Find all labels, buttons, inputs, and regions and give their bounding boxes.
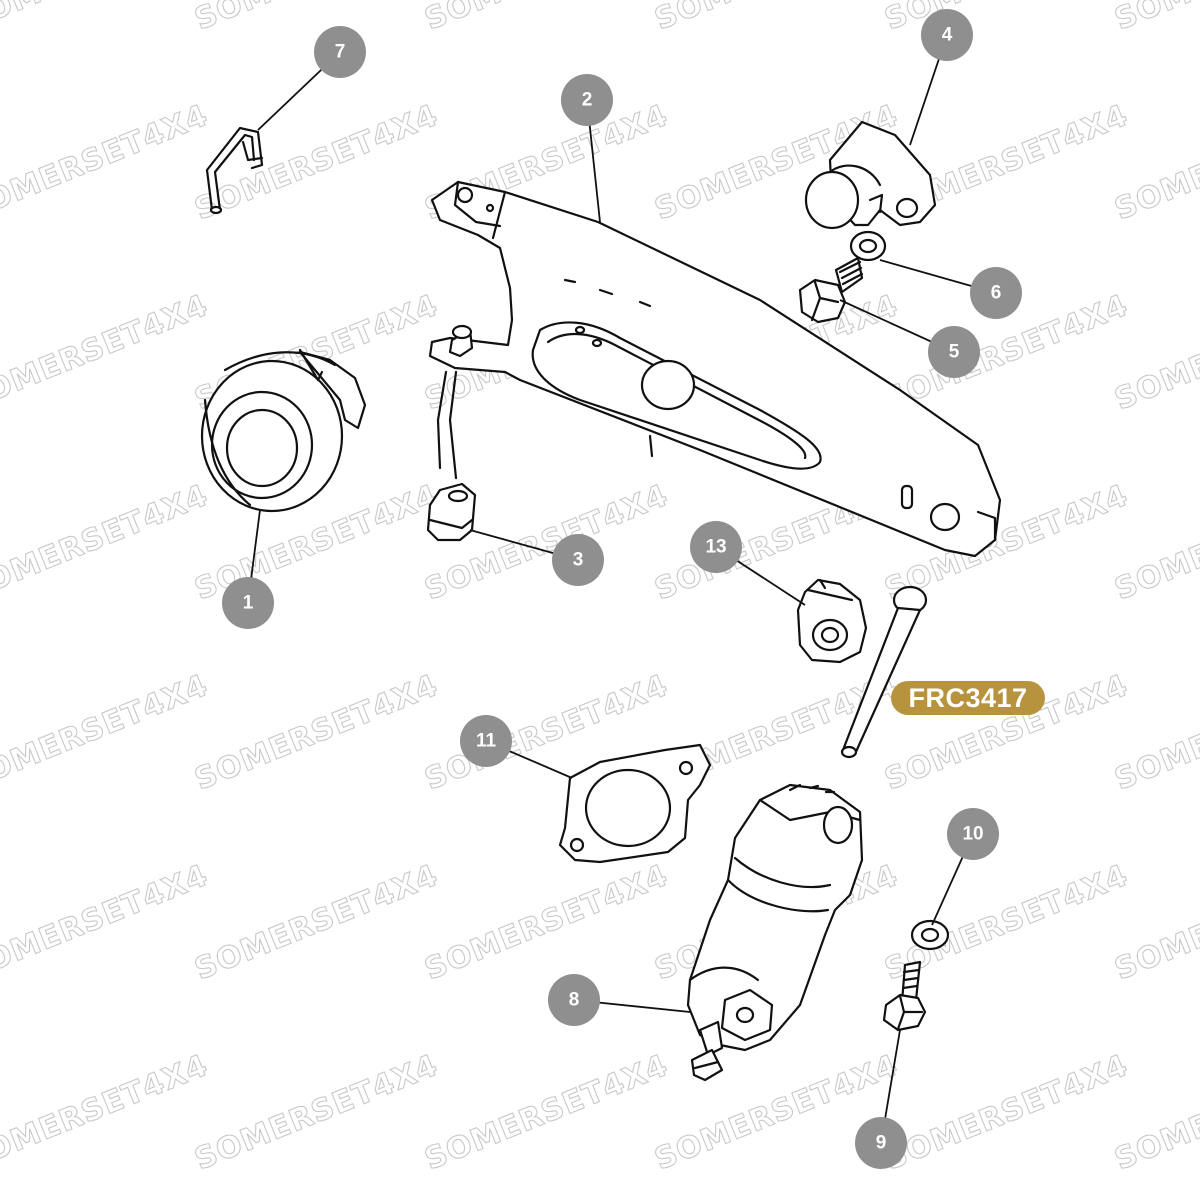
callout-label: 3 bbox=[573, 550, 584, 571]
callout-label: 10 bbox=[962, 824, 983, 845]
part-number-label: FRC3417 bbox=[908, 683, 1027, 713]
callout-badge bbox=[855, 1117, 907, 1169]
callout-badge bbox=[561, 74, 613, 126]
part-13-mounting-plate bbox=[796, 578, 868, 664]
callout-5[interactable]: 5 bbox=[928, 326, 980, 378]
callout-10[interactable]: 10 bbox=[947, 808, 999, 860]
watermark-text: SOMERSET4X4 bbox=[0, 0, 213, 37]
watermark-text: SOMERSET4X4 bbox=[0, 478, 213, 607]
callout-badge bbox=[947, 808, 999, 860]
watermark-text: SOMERSET4X4 bbox=[190, 0, 443, 37]
callout-badge bbox=[552, 534, 604, 586]
callout-2[interactable]: 2 bbox=[561, 74, 613, 126]
part-10-nut bbox=[910, 919, 950, 951]
part-3-pivot-pad bbox=[426, 324, 477, 542]
watermark-text: SOMERSET4X4 bbox=[190, 1048, 443, 1177]
callout-label: 8 bbox=[569, 990, 580, 1011]
part-number-link[interactable]: FRC3417 bbox=[891, 681, 1045, 715]
callout-label: 11 bbox=[476, 731, 497, 752]
callout-9[interactable]: 9 bbox=[855, 1117, 907, 1169]
callout-8[interactable]: 8 bbox=[548, 974, 600, 1026]
part-push-rod bbox=[840, 585, 928, 759]
callout-13[interactable]: 13 bbox=[690, 521, 742, 573]
callout-4[interactable]: 4 bbox=[921, 9, 973, 61]
part-1-release-bearing bbox=[200, 348, 367, 513]
watermark-text: SOMERSET4X4 bbox=[0, 668, 213, 797]
callout-badge bbox=[314, 26, 366, 78]
watermark-text: SOMERSET4X4 bbox=[650, 0, 903, 37]
watermark-text: SOMERSET4X4 bbox=[420, 858, 673, 987]
part-5-bolt bbox=[798, 256, 864, 324]
watermark-text: SOMERSET4X4 bbox=[0, 1048, 213, 1177]
callout-7[interactable]: 7 bbox=[314, 26, 366, 78]
part-8-slave-cylinder bbox=[686, 783, 864, 1082]
part-11-gasket bbox=[558, 743, 712, 864]
watermark-text: SOMERSET4X4 bbox=[190, 98, 443, 227]
watermark-text: SOMERSET4X4 bbox=[1110, 0, 1200, 37]
callout-3[interactable]: 3 bbox=[552, 534, 604, 586]
part-number-pill bbox=[891, 681, 1045, 715]
callout-badge bbox=[690, 521, 742, 573]
callout-label: 7 bbox=[335, 42, 346, 63]
callout-label: 9 bbox=[876, 1133, 887, 1154]
callout-badge bbox=[921, 9, 973, 61]
callout-badge bbox=[222, 577, 274, 629]
callout-label: 1 bbox=[243, 593, 254, 614]
part-2-release-lever bbox=[428, 180, 1002, 558]
callout-label: 4 bbox=[942, 25, 953, 46]
callout-label: 13 bbox=[705, 537, 726, 558]
callout-badge bbox=[970, 267, 1022, 319]
watermark-text: SOMERSET4X4 bbox=[0, 858, 213, 987]
callout-1[interactable]: 1 bbox=[222, 577, 274, 629]
watermark-text: SOMERSET4X4 bbox=[420, 0, 673, 37]
callout-badge bbox=[548, 974, 600, 1026]
part-9-stud bbox=[882, 960, 927, 1032]
watermark-text: SOMERSET4X4 bbox=[190, 858, 443, 987]
watermark-text: SOMERSET4X4 bbox=[880, 1048, 1133, 1177]
callout-badge bbox=[460, 715, 512, 767]
callout-11[interactable]: 11 bbox=[460, 715, 512, 767]
callout-label: 6 bbox=[991, 283, 1002, 304]
part-7-clip-pin bbox=[205, 126, 264, 215]
watermark-text: SOMERSET4X4 bbox=[420, 1048, 673, 1177]
watermark-text: SOMERSET4X4 bbox=[880, 0, 1133, 37]
part-4-pivot-bracket bbox=[804, 120, 937, 230]
part-6-spring-washer bbox=[849, 230, 887, 262]
watermark-text: SOMERSET4X4 bbox=[0, 288, 213, 417]
watermark-text: SOMERSET4X4 bbox=[0, 98, 213, 227]
watermark-text: SOMERSET4X4 bbox=[190, 668, 443, 797]
callout-badge bbox=[928, 326, 980, 378]
callout-label: 2 bbox=[582, 90, 593, 111]
callout-label: 5 bbox=[949, 342, 960, 363]
callout-6[interactable]: 6 bbox=[970, 267, 1022, 319]
